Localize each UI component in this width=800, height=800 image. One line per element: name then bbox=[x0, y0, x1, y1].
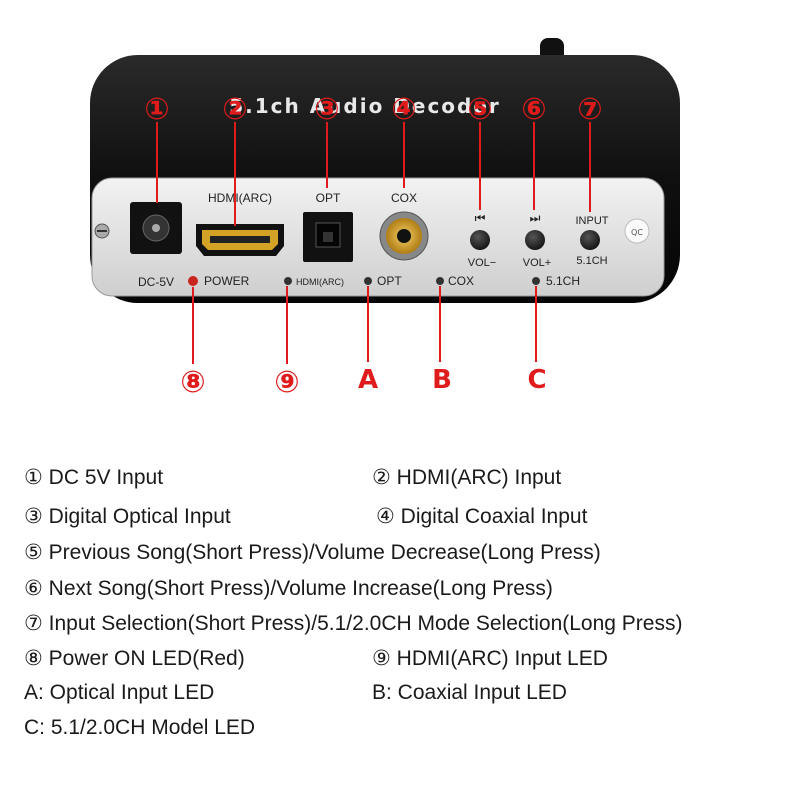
callout-3: ③ bbox=[314, 92, 339, 127]
callout-5: ⑤ bbox=[467, 92, 492, 127]
dc-5v-label: DC-5V bbox=[138, 275, 174, 289]
legend-item-c: C: 5.1/2.0CH Model LED bbox=[24, 716, 256, 739]
mode-led-label: 5.1CH bbox=[546, 274, 580, 288]
cox-port-label: COX bbox=[391, 191, 417, 205]
opt-led-label: OPT bbox=[377, 274, 402, 288]
callout-7: ⑦ bbox=[577, 92, 602, 127]
power-led-label: POWER bbox=[204, 274, 250, 288]
coaxial-port bbox=[379, 211, 429, 261]
hdmi-arc-port bbox=[196, 224, 284, 256]
callout-a: A bbox=[358, 365, 378, 395]
callout-8: ⑧ bbox=[180, 365, 205, 400]
callout-c: C bbox=[527, 365, 546, 395]
cox-led-label: COX bbox=[448, 274, 474, 288]
callout-6: ⑥ bbox=[521, 92, 546, 127]
legend-item-b: B: Coaxial Input LED bbox=[372, 681, 567, 704]
legend-item-8: ⑧ Power ON LED(Red) bbox=[24, 647, 245, 670]
prev-vol-down-button[interactable] bbox=[470, 230, 490, 250]
mode-led bbox=[532, 277, 540, 285]
cox-led bbox=[436, 277, 444, 285]
qc-sticker bbox=[624, 218, 650, 244]
legend-item-4: ④ Digital Coaxial Input bbox=[376, 505, 588, 528]
input-button-label: INPUT bbox=[576, 215, 609, 227]
vol-plus-label: VOL+ bbox=[523, 257, 551, 269]
callout-9: ⑨ bbox=[274, 365, 299, 400]
input-mode-button[interactable] bbox=[580, 230, 600, 250]
next-button-glyph: ⏭ bbox=[530, 211, 541, 225]
callout-2: ② bbox=[222, 92, 247, 127]
callout-4: ④ bbox=[391, 92, 416, 127]
legend-item-9: ⑨ HDMI(ARC) Input LED bbox=[372, 647, 608, 670]
hdmi-port-label: HDMI(ARC) bbox=[208, 191, 272, 205]
device-diagram: 5.1ch Audio Decoder QC DC-5V HDMI(ARC) O… bbox=[90, 38, 680, 400]
opt-port-label: OPT bbox=[316, 191, 341, 205]
callout-leaders-bottom bbox=[192, 286, 537, 364]
callout-leaders-top bbox=[156, 122, 591, 226]
legend-item-7: ⑦ Input Selection(Short Press)/5.1/2.0CH… bbox=[24, 612, 683, 635]
hdmi-led-label: HDMI(ARC) bbox=[296, 277, 344, 287]
legend-item-2: ② HDMI(ARC) Input bbox=[372, 466, 562, 489]
callout-b: B bbox=[432, 365, 452, 395]
prev-button-glyph: ⏮ bbox=[475, 211, 486, 225]
opt-led bbox=[364, 277, 372, 285]
power-led bbox=[188, 276, 198, 286]
vol-minus-label: VOL− bbox=[468, 257, 496, 269]
device-title: 5.1ch Audio Decoder bbox=[229, 94, 501, 118]
optical-port bbox=[303, 212, 353, 262]
legend-item-3: ③ Digital Optical Input bbox=[24, 505, 231, 528]
next-vol-up-button[interactable] bbox=[525, 230, 545, 250]
hdmi-led bbox=[284, 277, 292, 285]
legend-item-a: A: Optical Input LED bbox=[24, 681, 215, 704]
legend-item-1: ① DC 5V Input bbox=[24, 466, 164, 489]
qc-sticker-text: QC bbox=[631, 228, 643, 237]
input-mode-label: 5.1CH bbox=[576, 255, 607, 267]
dc-5v-port bbox=[130, 202, 182, 254]
legend-item-5: ⑤ Previous Song(Short Press)/Volume Decr… bbox=[24, 541, 601, 564]
callout-1: ① bbox=[144, 92, 169, 127]
legend-item-6: ⑥ Next Song(Short Press)/Volume Increase… bbox=[24, 577, 553, 600]
side-screw bbox=[94, 223, 110, 239]
